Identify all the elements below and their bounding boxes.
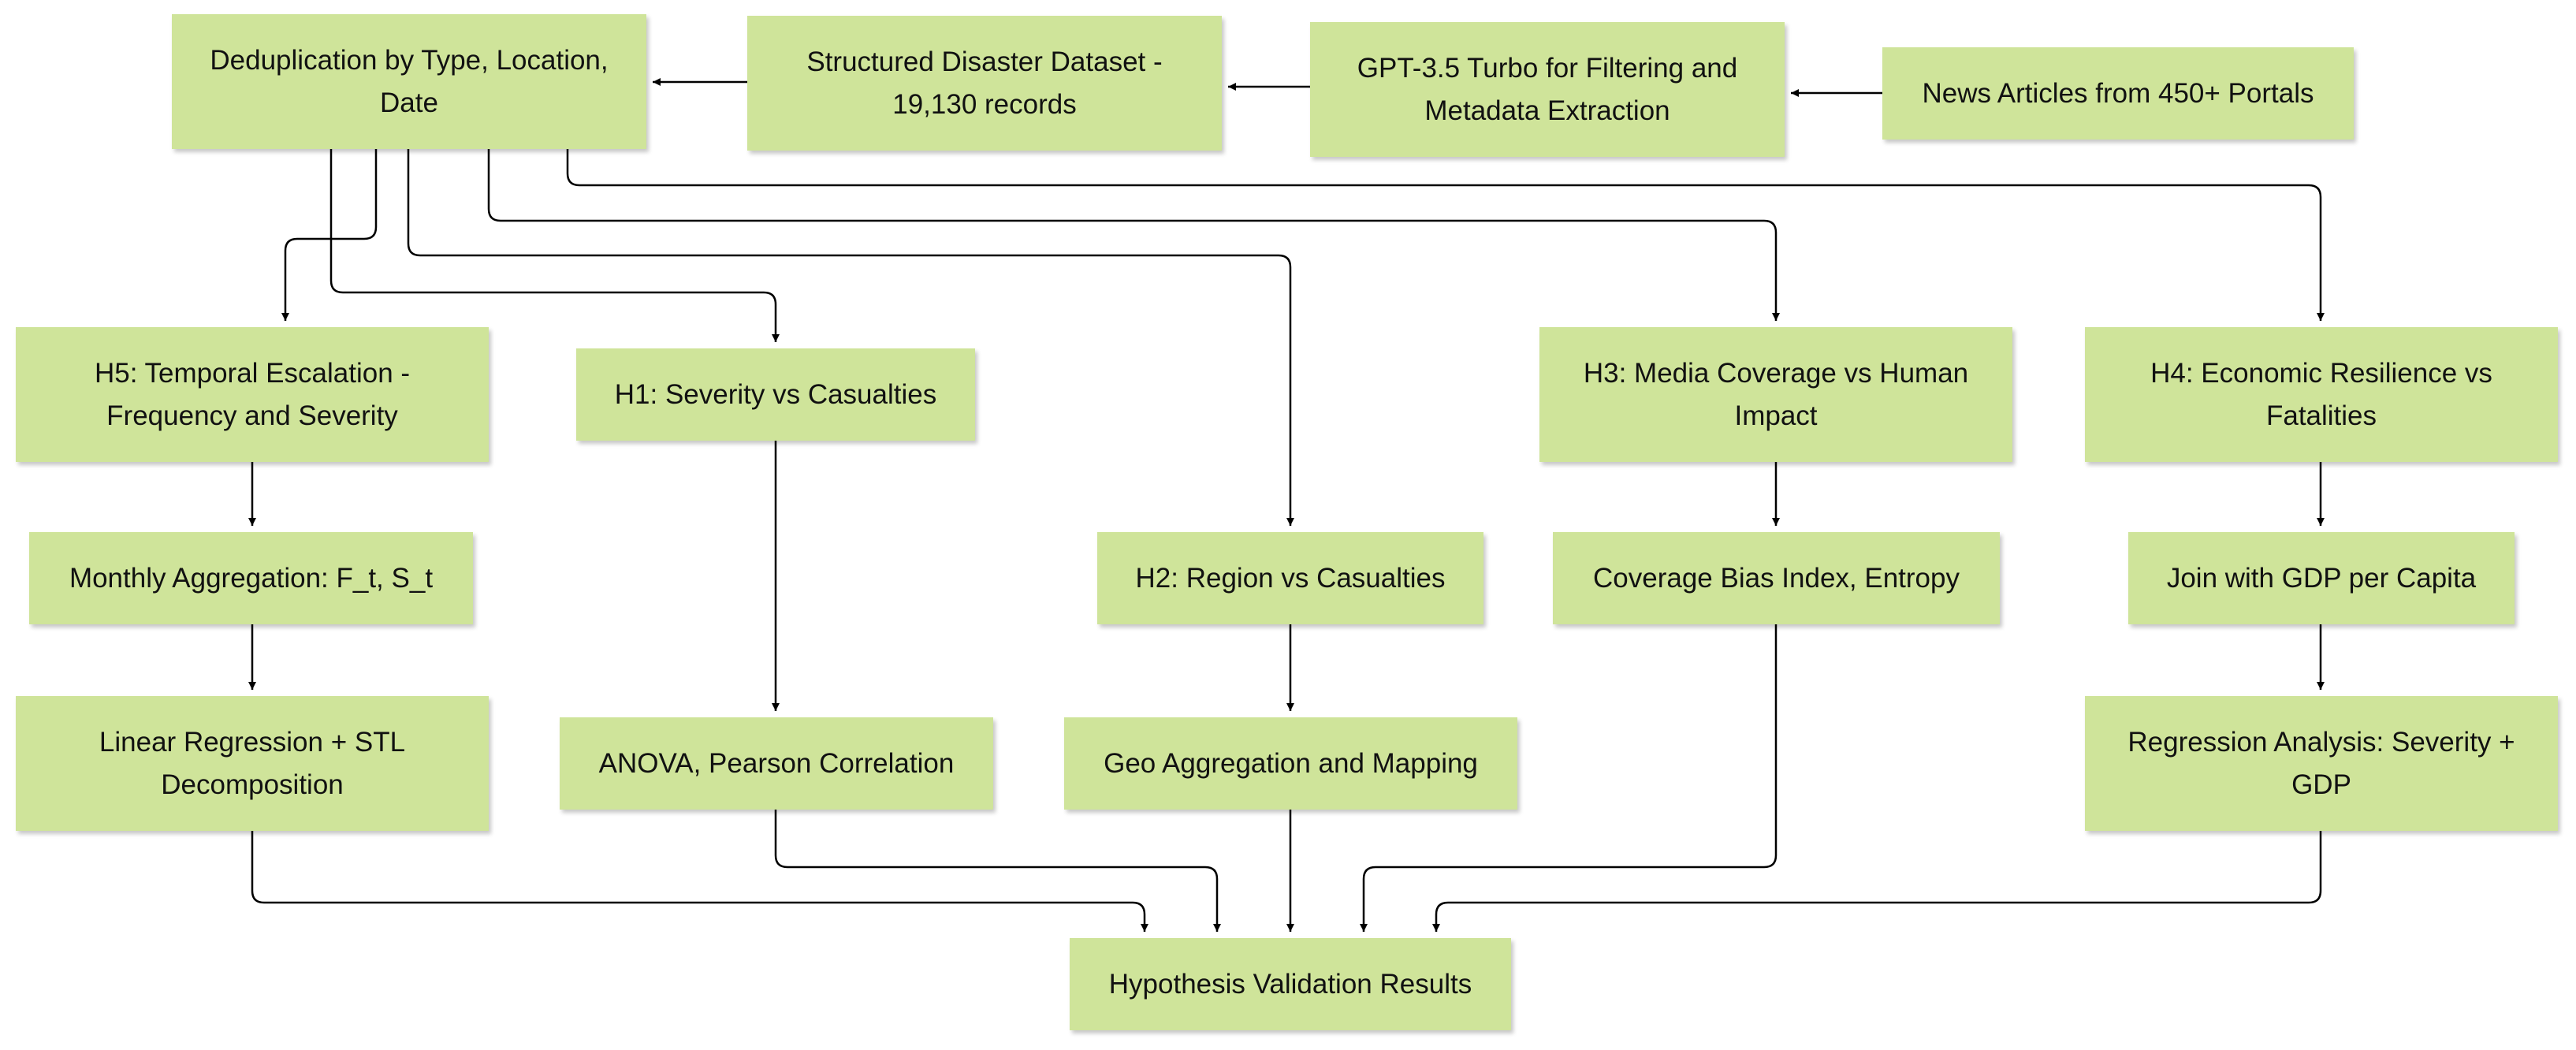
node-anova-label: ANOVA, Pearson Correlation — [598, 747, 955, 779]
node-h5-temporal: H5: Temporal Escalation - Frequency and … — [16, 327, 489, 462]
node-gdp-join-label: Join with GDP per Capita — [2166, 562, 2477, 594]
edge-regression-results — [1432, 831, 2322, 932]
edge-coverage-results — [1360, 624, 1778, 932]
node-geo-aggregation: Geo Aggregation and Mapping — [1064, 717, 1517, 810]
node-gdp-join: Join with GDP per Capita — [2128, 532, 2515, 624]
node-regression-analysis: Regression Analysis: Severity + GDP — [2085, 696, 2558, 831]
node-gpt-filtering-label: GPT-3.5 Turbo for Filtering and Metadata… — [1357, 52, 1738, 126]
node-h3-media: H3: Media Coverage vs Human Impact — [1539, 327, 2012, 462]
node-structured-dataset: Structured Disaster Dataset - 19,130 rec… — [747, 16, 1222, 151]
node-coverage-bias-label: Coverage Bias Index, Entropy — [1593, 562, 1960, 594]
node-monthly-aggregation: Monthly Aggregation: F_t, S_t — [29, 532, 473, 624]
edge-dedup-h2 — [407, 149, 1294, 526]
node-h3-media-label: H3: Media Coverage vs Human Impact — [1583, 357, 1969, 431]
edge-anova-results — [774, 810, 1221, 932]
node-geo-aggregation-label: Geo Aggregation and Mapping — [1104, 747, 1478, 779]
node-hypothesis-results-label: Hypothesis Validation Results — [1108, 968, 1472, 1000]
node-h5-temporal-label: H5: Temporal Escalation - Frequency and … — [94, 357, 411, 431]
node-structured-dataset-label: Structured Disaster Dataset - 19,130 rec… — [806, 46, 1163, 120]
edge-dedup-h3 — [487, 149, 1780, 321]
node-coverage-bias: Coverage Bias Index, Entropy — [1553, 532, 2000, 624]
node-h2-region: H2: Region vs Casualties — [1097, 532, 1483, 624]
node-h4-economic-label: H4: Economic Resilience vs Fatalities — [2150, 357, 2492, 431]
node-deduplication: Deduplication by Type, Location, Date — [172, 14, 646, 149]
node-hypothesis-results: Hypothesis Validation Results — [1070, 938, 1511, 1030]
node-h1-severity: H1: Severity vs Casualties — [576, 348, 975, 441]
node-linear-regression: Linear Regression + STL Decomposition — [16, 696, 489, 831]
node-gpt-filtering: GPT-3.5 Turbo for Filtering and Metadata… — [1310, 22, 1785, 157]
node-monthly-aggregation-label: Monthly Aggregation: F_t, S_t — [69, 562, 434, 594]
node-news-articles-label: News Articles from 450+ Portals — [1922, 77, 2314, 109]
node-regression-analysis-label: Regression Analysis: Severity + GDP — [2127, 726, 2515, 800]
edge-dedup-h1 — [329, 149, 780, 342]
node-h2-region-label: H2: Region vs Casualties — [1135, 562, 1446, 594]
node-anova: ANOVA, Pearson Correlation — [560, 717, 993, 810]
node-deduplication-label: Deduplication by Type, Location, Date — [210, 44, 609, 118]
node-news-articles: News Articles from 450+ Portals — [1882, 47, 2354, 140]
edge-dedup-h4 — [566, 149, 2325, 321]
node-h4-economic: H4: Economic Resilience vs Fatalities — [2085, 327, 2558, 462]
node-h1-severity-label: H1: Severity vs Casualties — [614, 378, 937, 410]
edge-linreg-results — [251, 831, 1148, 932]
node-linear-regression-label: Linear Regression + STL Decomposition — [99, 726, 406, 800]
